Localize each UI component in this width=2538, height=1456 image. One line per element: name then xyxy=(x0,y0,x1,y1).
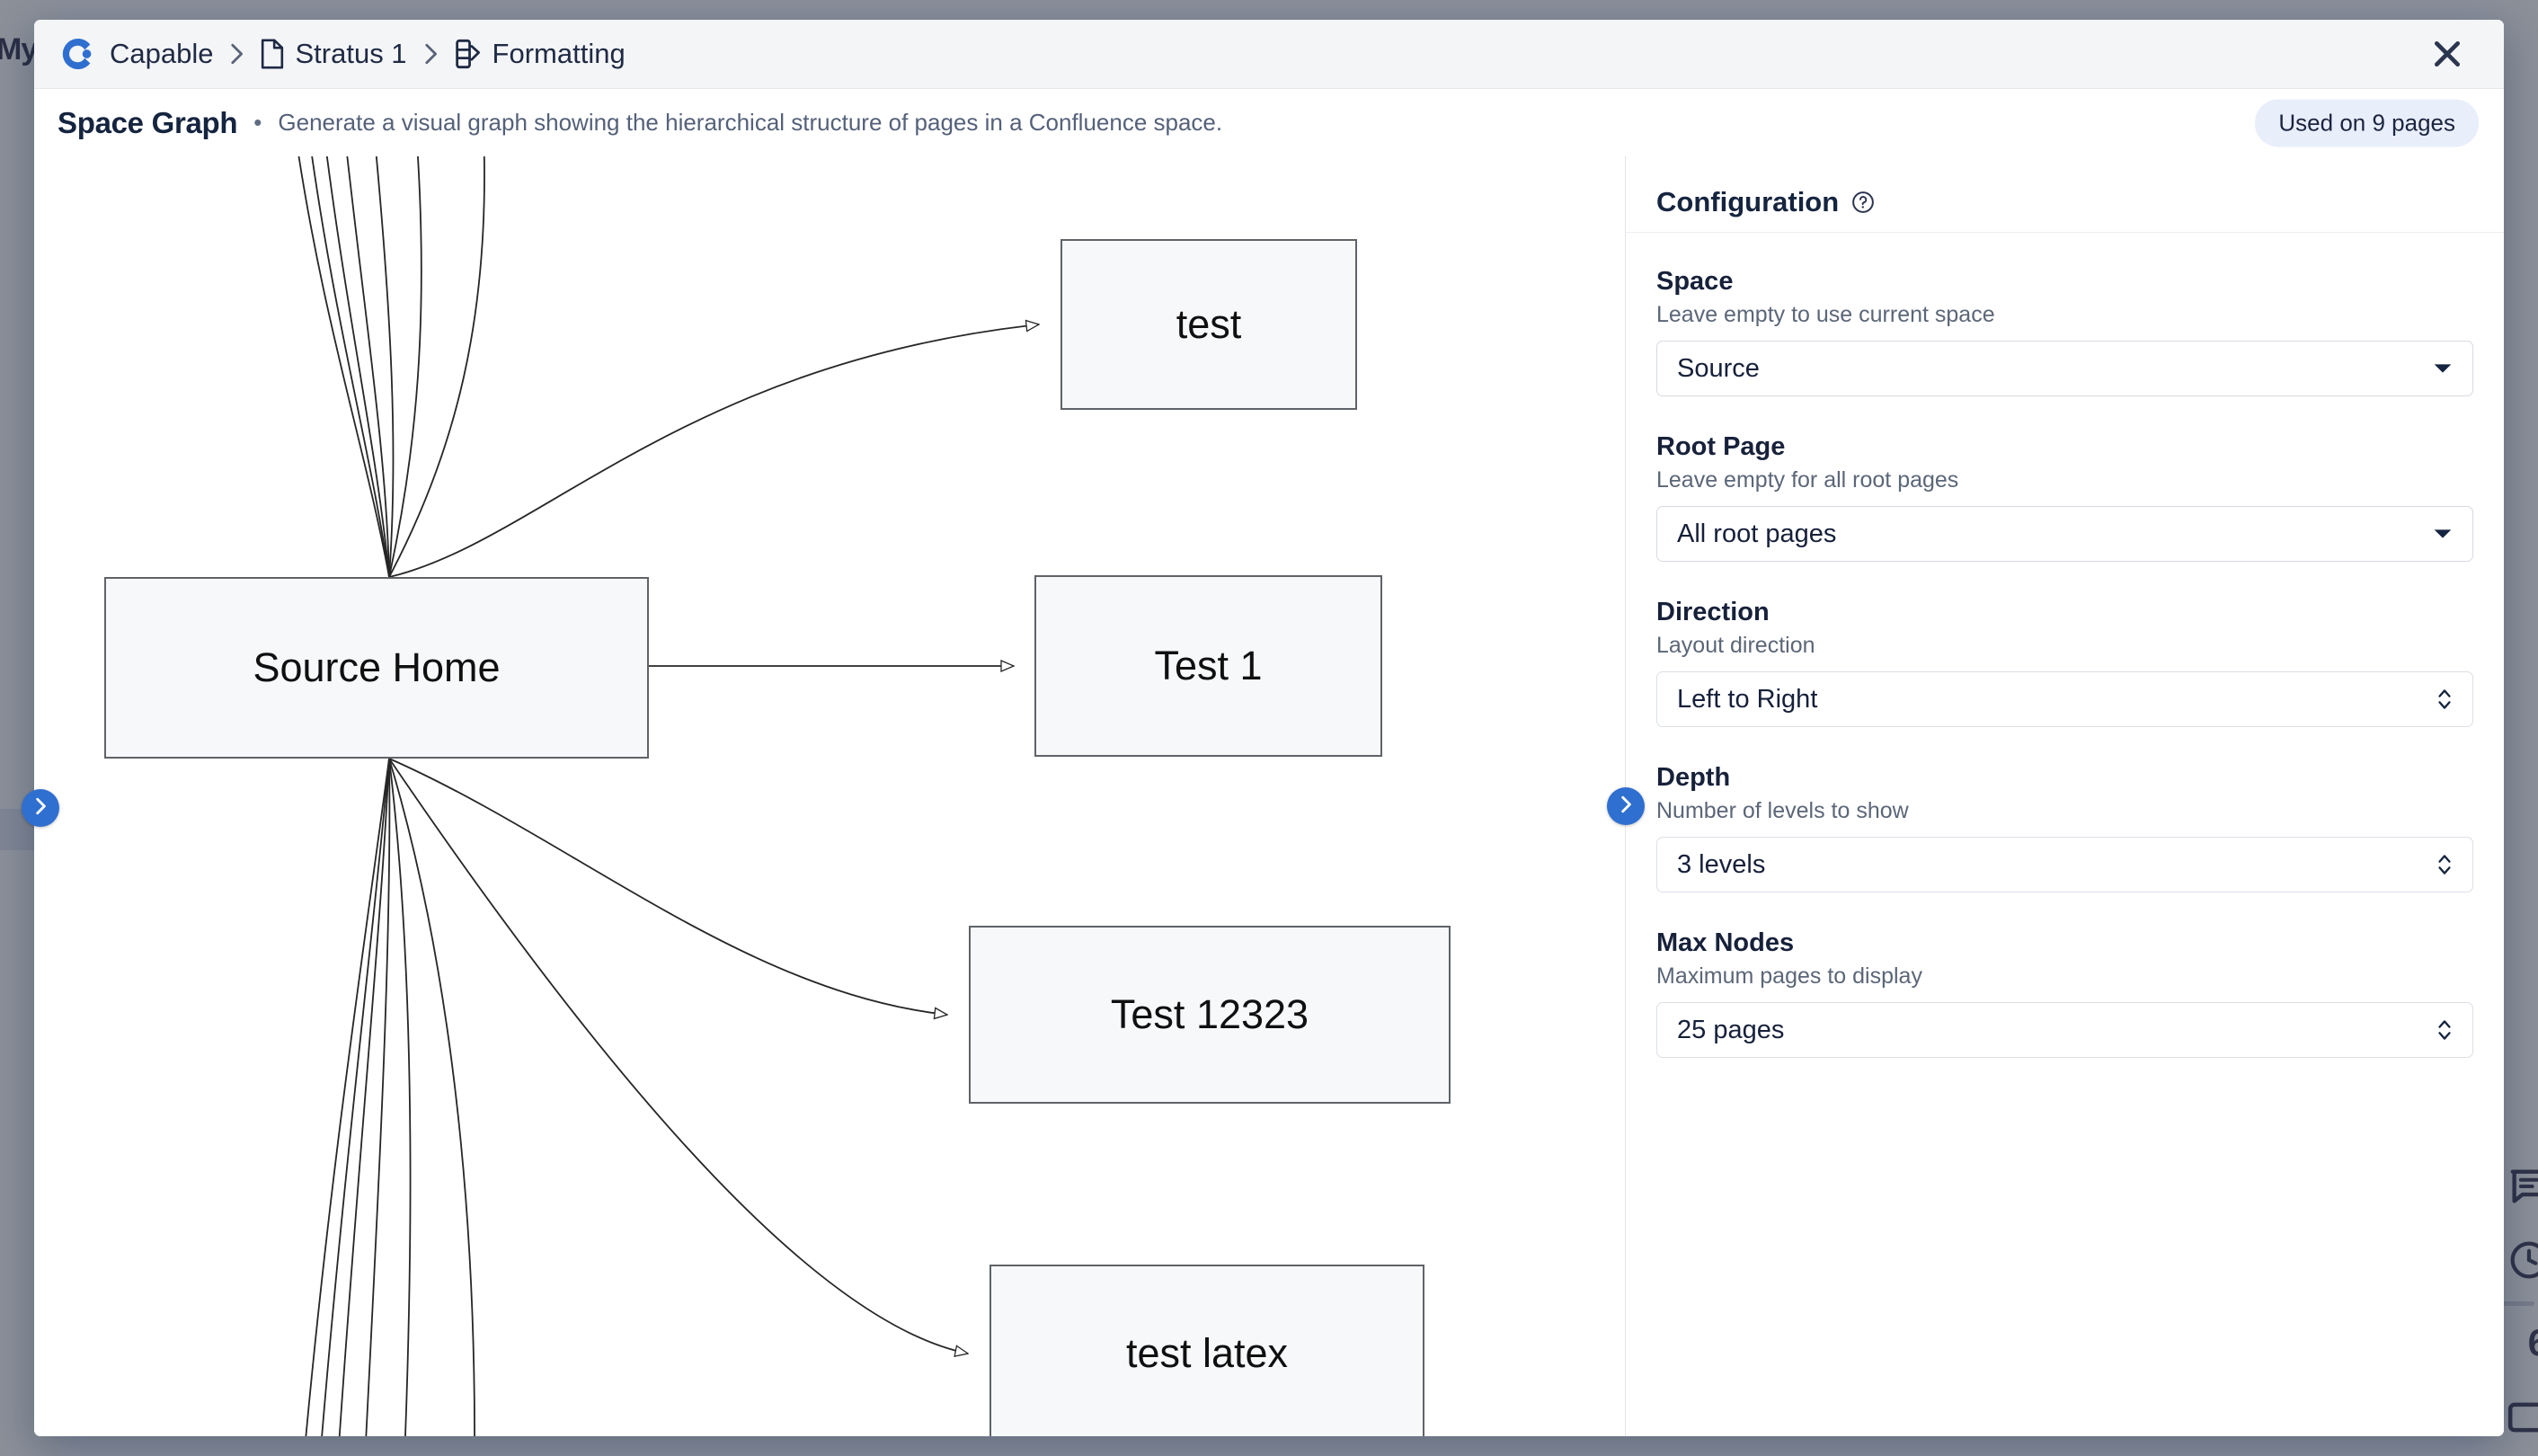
depth-select[interactable]: 3 levels xyxy=(1656,837,2473,892)
modal-body: Source Home test Test 1 Test 12323 test … xyxy=(34,156,2504,1436)
field-value: Source xyxy=(1677,353,1760,383)
formatting-macro-icon xyxy=(454,39,483,69)
chevron-down-icon xyxy=(2433,362,2453,375)
panel-next-button[interactable] xyxy=(1607,787,1645,825)
field-label: Depth xyxy=(1656,763,1731,792)
field-value: 3 levels xyxy=(1677,849,1766,879)
configuration-fields: Space Leave empty to use current space S… xyxy=(1626,233,2504,1058)
chevron-updown-icon xyxy=(2436,851,2453,878)
field-hint: Leave empty to use current space xyxy=(1656,302,1995,327)
macro-description: Generate a visual graph showing the hier… xyxy=(278,109,1223,136)
configuration-header: Configuration xyxy=(1626,156,2504,233)
graph-node-label: Test 12323 xyxy=(1110,991,1309,1037)
close-icon[interactable] xyxy=(2423,30,2471,78)
breadcrumb-bar: Capable Stratus 1 Formatting xyxy=(34,20,2504,89)
graph-node-test-12323[interactable]: Test 12323 xyxy=(969,926,1451,1104)
field-label: Direction xyxy=(1656,598,1770,626)
background-text-fragment: My xyxy=(0,32,38,67)
status-badge: Used on 9 pages xyxy=(2255,99,2479,146)
breadcrumb-label: Formatting xyxy=(492,38,626,69)
page-document-icon xyxy=(260,39,285,69)
chevron-right-icon xyxy=(31,796,50,821)
graph-node-test[interactable]: test xyxy=(1060,239,1357,410)
configuration-panel: Configuration Space Leave empty to use c… xyxy=(1626,156,2504,1436)
breadcrumb-separator-icon xyxy=(422,41,439,67)
chevron-updown-icon xyxy=(2436,1017,2453,1043)
field-label: Space xyxy=(1656,267,1734,296)
field-depth: Depth Number of levels to show 3 levels xyxy=(1656,763,2473,892)
capable-logo-icon xyxy=(58,34,97,74)
macro-title-row: Space Graph • Generate a visual graph sh… xyxy=(34,89,2504,157)
field-root-page: Root Page Leave empty for all root pages… xyxy=(1656,432,2473,562)
breadcrumb-item-stratus-1[interactable]: Stratus 1 xyxy=(260,38,407,70)
graph-canvas[interactable]: Source Home test Test 1 Test 12323 test … xyxy=(34,156,1626,1436)
breadcrumb-label: Capable xyxy=(110,38,214,69)
title-separator-dot: • xyxy=(253,109,262,136)
max-nodes-select[interactable]: 25 pages xyxy=(1656,1002,2473,1058)
space-dropdown[interactable]: Source xyxy=(1656,341,2473,396)
breadcrumb-separator-icon xyxy=(227,41,245,67)
graph-node-test-latex[interactable]: test latex xyxy=(989,1265,1424,1436)
field-hint: Number of levels to show xyxy=(1656,798,1909,823)
configuration-title: Configuration xyxy=(1656,186,1840,218)
clock-icon xyxy=(2509,1240,2538,1284)
field-hint: Leave empty for all root pages xyxy=(1656,467,1959,493)
direction-select[interactable]: Left to Right xyxy=(1656,671,2473,727)
field-hint: Layout direction xyxy=(1656,633,1815,658)
graph-node-label: test xyxy=(1176,301,1242,347)
field-label: Root Page xyxy=(1656,432,1786,461)
chevron-right-icon xyxy=(1616,795,1636,819)
field-label: Max Nodes xyxy=(1656,928,1795,957)
badge-count-6: 6 xyxy=(2528,1321,2538,1364)
field-direction: Direction Layout direction Left to Right xyxy=(1656,598,2473,727)
macro-config-modal: Capable Stratus 1 Formatting xyxy=(34,20,2504,1436)
breadcrumb-item-capable[interactable]: Capable xyxy=(110,38,213,70)
chevron-down-icon xyxy=(2433,528,2453,540)
chevron-updown-icon xyxy=(2436,686,2453,713)
graph-node-label: test latex xyxy=(1125,1330,1289,1376)
root-page-dropdown[interactable]: All root pages xyxy=(1656,506,2473,562)
field-value: All root pages xyxy=(1677,519,1837,548)
graph-node-label: Source Home xyxy=(253,644,501,690)
graph-node-label: Test 1 xyxy=(1154,643,1263,688)
graph-node-test-1[interactable]: Test 1 xyxy=(1034,575,1382,757)
field-max-nodes: Max Nodes Maximum pages to display 25 pa… xyxy=(1656,928,2473,1058)
page-title: Space Graph xyxy=(58,105,238,139)
field-space: Space Leave empty to use current space S… xyxy=(1656,267,2473,396)
background-rail-divider xyxy=(2498,1301,2534,1306)
comment-icon xyxy=(2509,1168,2538,1209)
graph-edges xyxy=(297,156,1625,1436)
graph-node-source-home[interactable]: Source Home xyxy=(104,577,649,759)
field-value: 25 pages xyxy=(1677,1015,1785,1044)
breadcrumb-item-formatting[interactable]: Formatting xyxy=(454,38,626,70)
help-circle-icon[interactable] xyxy=(1851,191,1875,214)
breadcrumb-label: Stratus 1 xyxy=(295,38,407,69)
field-value: Left to Right xyxy=(1677,684,1818,714)
canvas-next-button[interactable] xyxy=(22,789,59,827)
rectangle-icon xyxy=(2507,1402,2538,1437)
field-hint: Maximum pages to display xyxy=(1656,963,1922,989)
